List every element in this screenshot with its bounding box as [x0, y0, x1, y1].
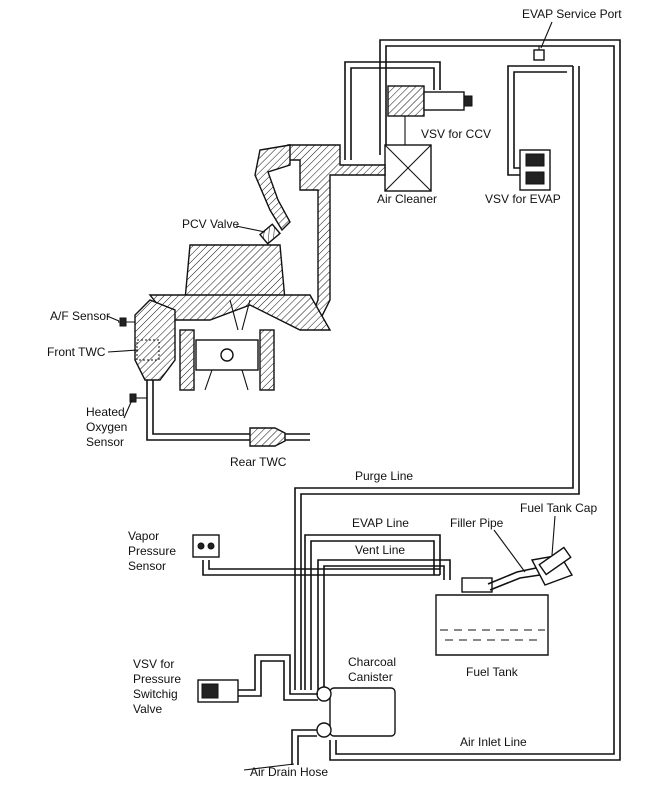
label-vsv-for-ccv: VSV for CCV: [421, 127, 491, 141]
label-af-sensor: A/F Sensor: [50, 309, 110, 323]
front-twc-icon: [118, 317, 250, 441]
leader-lines: [106, 21, 556, 771]
vent-line-pipe: [317, 559, 451, 690]
air-drain-hose-pipe: [291, 729, 317, 765]
charcoal-canister-icon: [316, 686, 396, 738]
label-vsv-for-evap: VSV for EVAP: [485, 192, 561, 206]
label-charcoal-canister-1: Charcoal: [348, 655, 396, 669]
label-fuel-tank: Fuel Tank: [466, 665, 519, 679]
label-vapor-pressure-sensor-1: Vapor: [128, 529, 159, 543]
label-air-cleaner: Air Cleaner: [377, 192, 437, 206]
label-heated-oxygen-sensor-1: Heated: [86, 405, 125, 419]
fuel-tank-cap-icon: [538, 546, 572, 576]
label-charcoal-canister-2: Canister: [348, 670, 393, 684]
vapor-pressure-line-pipe: [202, 560, 440, 576]
rear-twc-icon: [249, 427, 310, 447]
label-purge-line: Purge Line: [355, 469, 413, 483]
label-vsv-pressure-1: VSV for: [133, 657, 174, 671]
pcv-valve-icon: [259, 223, 281, 245]
vsv-pressure-switching-valve-icon: [197, 654, 318, 703]
label-vsv-pressure-3: Switchig: [133, 687, 178, 701]
purge-line-pipe: [294, 39, 621, 761]
evap-line-pipe: [304, 534, 441, 690]
label-front-twc: Front TWC: [47, 345, 106, 359]
air-cleaner-icon: [384, 144, 432, 192]
label-heated-oxygen-sensor-3: Sensor: [86, 435, 124, 449]
fuel-tank-icon: [435, 577, 549, 656]
label-evap-service-port: EVAP Service Port: [522, 7, 622, 21]
label-vsv-pressure-4: Valve: [133, 702, 162, 716]
label-vent-line: Vent Line: [355, 543, 405, 557]
label-air-inlet-line: Air Inlet Line: [460, 735, 527, 749]
label-filler-pipe: Filler Pipe: [450, 516, 504, 530]
evap-service-port-icon: [533, 46, 545, 61]
vsv-ccv-icon: [387, 85, 473, 145]
label-evap-line: EVAP Line: [352, 516, 409, 530]
ccv-loop-pipe: [344, 61, 441, 160]
label-vapor-pressure-sensor-3: Sensor: [128, 559, 166, 573]
label-air-drain-hose: Air Drain Hose: [250, 765, 328, 779]
label-vsv-pressure-2: Pressure: [133, 672, 181, 686]
label-pcv-valve: PCV Valve: [182, 217, 239, 231]
vsv-evap-line-pipe: [507, 65, 573, 176]
label-vapor-pressure-sensor-2: Pressure: [128, 544, 176, 558]
vsv-evap-icon: [519, 149, 551, 191]
label-fuel-tank-cap: Fuel Tank Cap: [520, 501, 597, 515]
vapor-pressure-sensor-icon: [192, 534, 220, 558]
label-rear-twc: Rear TWC: [230, 455, 287, 469]
engine-block: [179, 329, 275, 391]
label-heated-oxygen-sensor-2: Oxygen: [86, 420, 127, 434]
